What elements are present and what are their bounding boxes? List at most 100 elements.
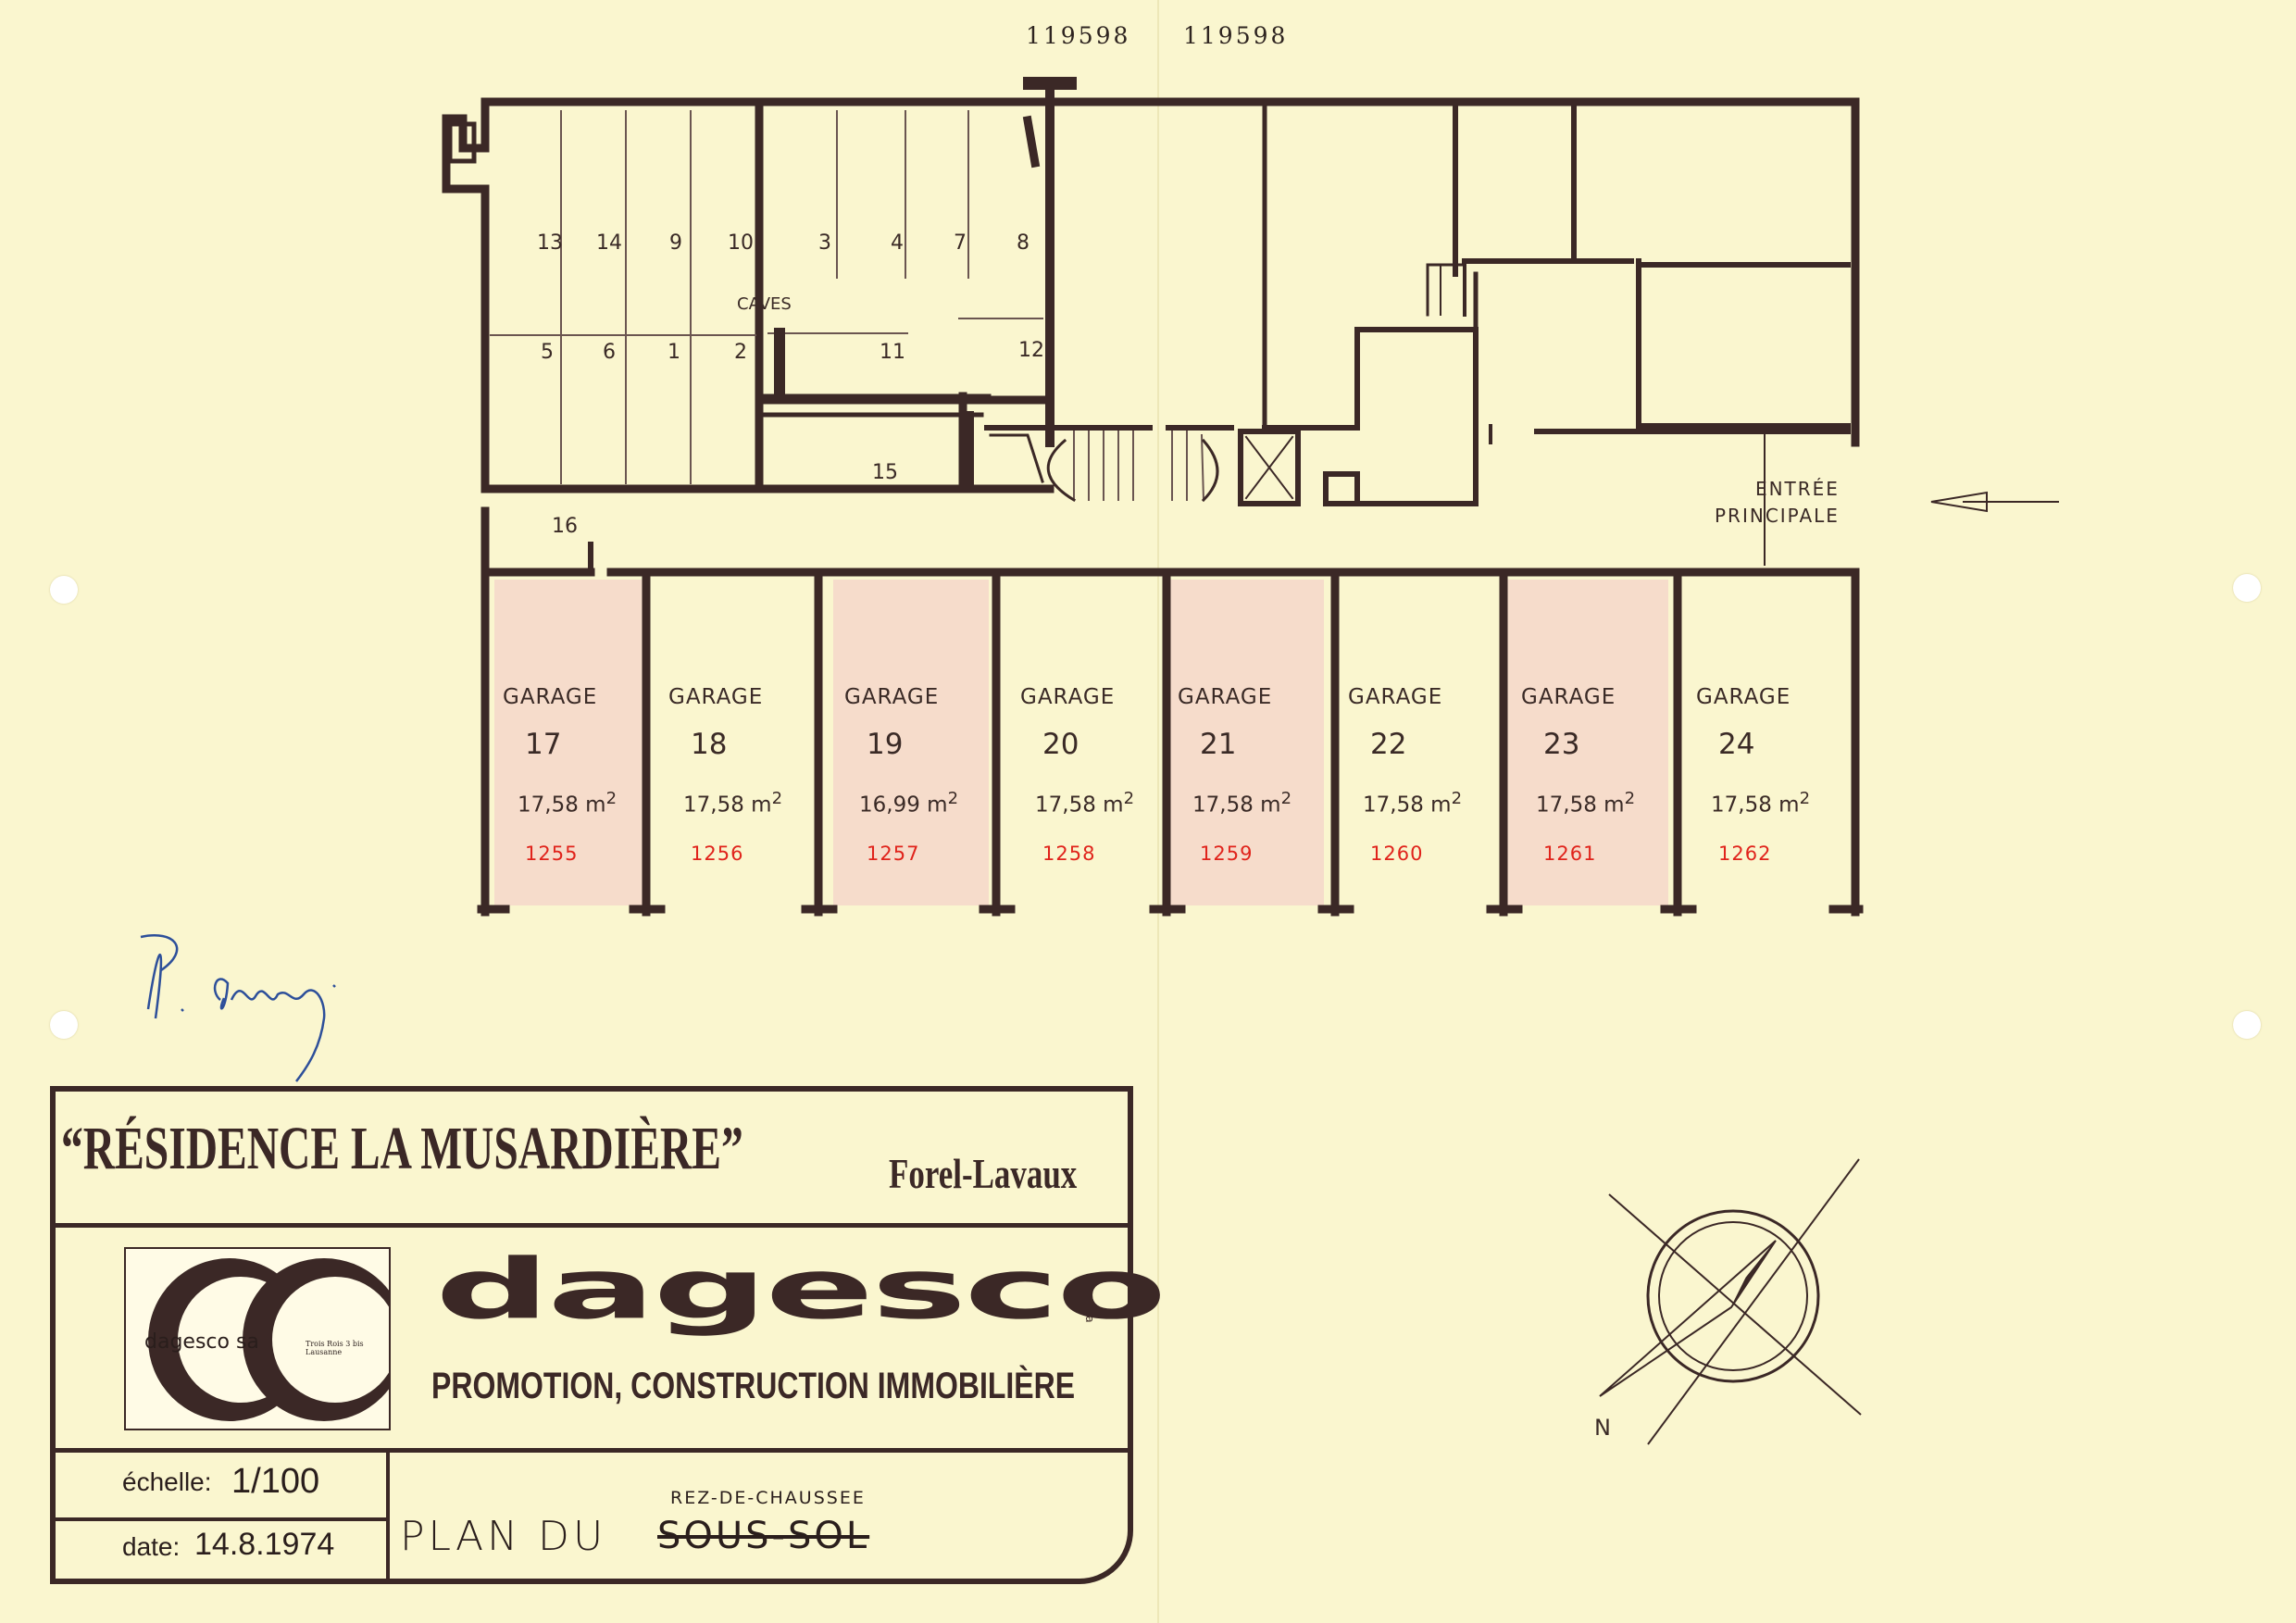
info-divider: [56, 1448, 1128, 1453]
garage-number: 21: [1200, 728, 1237, 761]
garage-lot-ref: 1258: [1042, 843, 1096, 865]
cellar-number: 6: [603, 341, 616, 364]
brand-wordmark: dagesco: [435, 1242, 1167, 1338]
date-label: date:: [122, 1532, 181, 1561]
company-tagline: PROMOTION, CONSTRUCTION IMMOBILIÈRE: [431, 1366, 1076, 1406]
garage-area: 16,99 m2: [859, 789, 958, 818]
garage-lot-ref: 1261: [1543, 843, 1597, 865]
garage-label: GARAGE: [1521, 685, 1616, 709]
garage-area-value: 17,58: [1363, 793, 1424, 818]
garage-number: 23: [1543, 728, 1580, 761]
signature-stroke: [140, 934, 336, 1082]
garage-area-value: 17,58: [518, 793, 579, 818]
floor-name-struck: SOUS-SOL: [657, 1515, 870, 1557]
garage-tint-fills: [494, 580, 1668, 905]
garage-area-exponent: 2: [1799, 789, 1811, 808]
garage-number: 24: [1718, 728, 1755, 761]
garage-label: GARAGE: [1178, 685, 1273, 709]
garage-area: 17,58 m2: [1192, 789, 1292, 818]
logo-company-name: dagesco sa: [144, 1330, 259, 1354]
garage-number: 20: [1042, 728, 1079, 761]
garage-area-value: 17,58: [1035, 793, 1096, 818]
garage-area-value: 17,58: [1192, 793, 1254, 818]
entrance-label: ENTRÉE PRINCIPALE: [1715, 476, 1840, 530]
garage-area: 17,58 m2: [1363, 789, 1462, 818]
garage-area-exponent: 2: [947, 789, 959, 808]
brand-suffix: sa: [1083, 1310, 1096, 1323]
garage-area-exponent: 2: [1280, 789, 1292, 808]
punch-hole: [50, 576, 78, 604]
garage-label: GARAGE: [1348, 685, 1443, 709]
north-compass: [1599, 1158, 1862, 1445]
garage-area: 17,58 m2: [518, 789, 617, 818]
garage-lot-ref: 1259: [1200, 843, 1254, 865]
logo-icon: [148, 1258, 389, 1421]
punch-hole: [2233, 574, 2261, 602]
garage-lot-ref: 1260: [1370, 843, 1424, 865]
garage-area: 17,58 m2: [1711, 789, 1810, 818]
garage-area-exponent: 2: [771, 789, 783, 808]
cellar-number: 16: [552, 515, 578, 538]
garage-area-unit: m: [927, 793, 948, 818]
garage-area-unit: m: [1430, 793, 1452, 818]
garage-area: 17,58 m2: [1536, 789, 1635, 818]
garage-number: 19: [867, 728, 904, 761]
garage-area: 17,58 m2: [683, 789, 782, 818]
cellar-number: 7: [954, 231, 967, 255]
cellar-number: 4: [891, 231, 904, 255]
title-divider: [56, 1223, 1128, 1228]
scale-label: échelle:: [122, 1467, 212, 1496]
garage-area-exponent: 2: [1624, 789, 1636, 808]
logo-address-line2: Lausanne: [306, 1348, 343, 1356]
garage-label: GARAGE: [503, 685, 598, 709]
serial-stamp-left: 119598: [1026, 22, 1131, 49]
garage-lot-ref: 1257: [867, 843, 920, 865]
garage-label: GARAGE: [1020, 685, 1116, 709]
plan-label: PLAN DU: [400, 1513, 607, 1560]
garage-area-unit: m: [1603, 793, 1625, 818]
project-place: Forel-Lavaux: [889, 1150, 1078, 1197]
garage-area-unit: m: [585, 793, 606, 818]
cellar-number: 8: [1017, 231, 1029, 255]
garage-area-exponent: 2: [1451, 789, 1463, 808]
sheet-fold: [1157, 0, 1159, 1623]
garage-area-value: 16,99: [859, 793, 920, 818]
cellar-number: 15: [872, 461, 898, 484]
garage-area-value: 17,58: [1536, 793, 1597, 818]
north-label: N: [1594, 1415, 1611, 1441]
garage-label: GARAGE: [668, 685, 764, 709]
cellar-number: 1: [668, 341, 680, 364]
cellar-number: 11: [880, 341, 905, 364]
project-title: “RÉSIDENCE LA MUSARDIÈRE”: [61, 1115, 743, 1182]
floor-name-corrected: REZ-DE-CHAUSSEE: [670, 1488, 866, 1508]
logo-address-line1: Trois Rois 3 bis: [306, 1340, 364, 1348]
entrance-arrow: [1930, 491, 2059, 513]
punch-hole: [50, 1011, 78, 1039]
garage-area-exponent: 2: [605, 789, 618, 808]
cellar-number: 2: [734, 341, 747, 364]
info-column-divider: [386, 1448, 390, 1579]
garage-lot-ref: 1262: [1718, 843, 1772, 865]
plan-walls: [442, 77, 1864, 917]
company-logo: dagesco sa Trois Rois 3 bis Lausanne: [124, 1247, 391, 1430]
scale-date-divider: [56, 1517, 389, 1521]
garage-area-unit: m: [751, 793, 772, 818]
title-block: “RÉSIDENCE LA MUSARDIÈRE” Forel-Lavaux d…: [50, 1086, 1167, 1584]
cellar-number: 14: [596, 231, 622, 255]
cellar-number: 9: [669, 231, 682, 255]
garage-area-unit: m: [1103, 793, 1124, 818]
punch-hole: [2233, 1011, 2261, 1039]
caves-label: CAVES: [737, 294, 792, 314]
garage-label: GARAGE: [1696, 685, 1791, 709]
garage-number: 17: [525, 728, 562, 761]
cellar-number: 10: [728, 231, 754, 255]
garage-lot-ref: 1256: [691, 843, 744, 865]
serial-stamp-right: 119598: [1183, 22, 1289, 49]
entrance-label-line1: ENTRÉE: [1754, 478, 1840, 500]
garage-number: 22: [1370, 728, 1407, 761]
entrance-label-line2: PRINCIPALE: [1715, 505, 1840, 527]
scale-value: 1/100: [231, 1462, 320, 1501]
garage-label: GARAGE: [844, 685, 940, 709]
